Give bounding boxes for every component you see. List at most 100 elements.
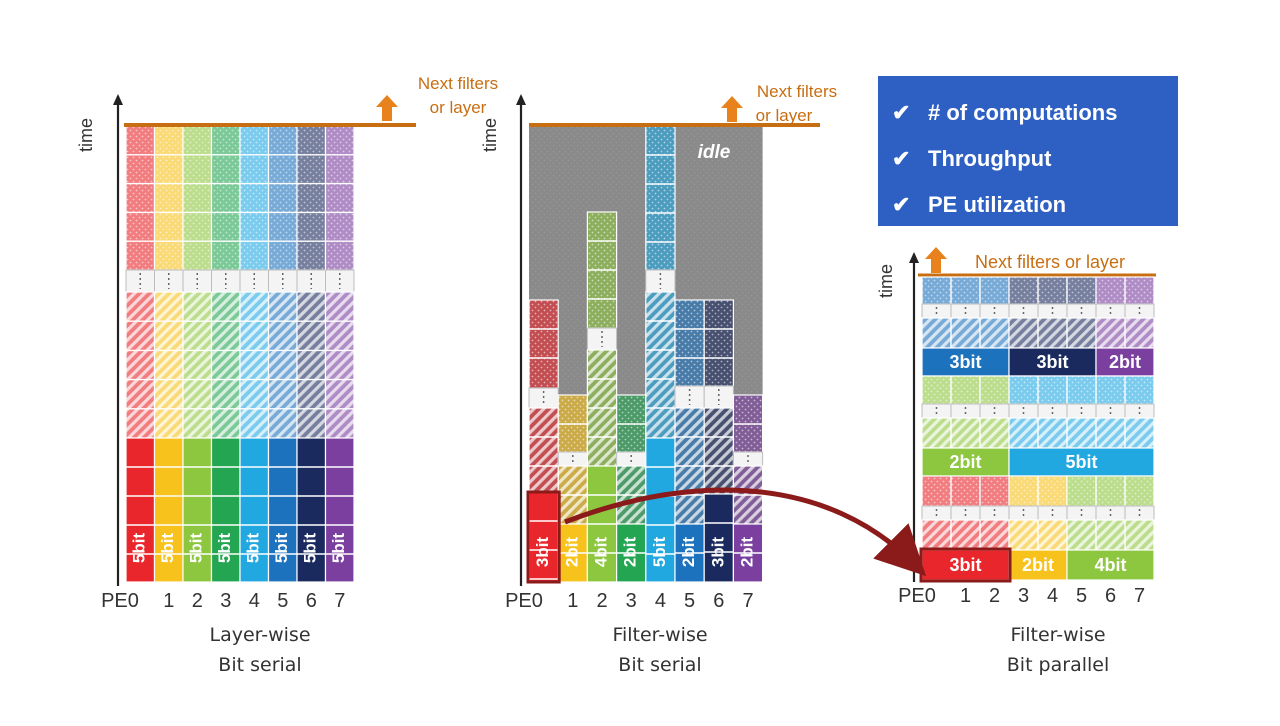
ellipsis-gap xyxy=(1124,505,1155,521)
solid-block xyxy=(239,437,270,583)
block-fill xyxy=(1009,448,1154,476)
hatched-block xyxy=(921,417,1010,449)
dots-texture xyxy=(529,300,559,388)
dots-texture xyxy=(1009,277,1096,304)
bit-label: 4bit xyxy=(1094,555,1126,575)
bit-label: 5bit xyxy=(215,533,234,564)
solid-block xyxy=(182,437,213,583)
ellipsis-gap xyxy=(1124,303,1155,319)
bit-label: 5bit xyxy=(130,533,149,564)
block-fill xyxy=(922,348,1009,376)
dotted-block xyxy=(645,125,676,271)
block-fill xyxy=(211,438,240,582)
ellipsis-gap xyxy=(154,269,184,293)
hatch-texture xyxy=(529,408,559,492)
dotted-block xyxy=(153,125,184,271)
hatch-texture xyxy=(126,292,155,438)
time-axis-label: time xyxy=(76,118,96,152)
pe-label: 3 xyxy=(220,590,231,612)
caption-filter-wise-parallel: Filter-wise Bit parallel xyxy=(948,620,1168,680)
pe-label: 2 xyxy=(596,590,607,612)
caption-line2: Bit serial xyxy=(218,654,302,676)
dots-texture xyxy=(297,126,326,270)
solid-block xyxy=(267,437,298,583)
block-fill xyxy=(1009,550,1067,580)
gap-fill xyxy=(979,303,1010,319)
hatched-block xyxy=(1008,417,1155,449)
up-arrow-icon xyxy=(721,96,743,122)
dotted-block xyxy=(1008,276,1097,305)
gap-fill xyxy=(1066,505,1097,521)
ellipsis-gap xyxy=(586,327,618,351)
block-fill xyxy=(268,438,297,582)
solid-block xyxy=(1008,549,1068,581)
bit-label: 2bit xyxy=(1109,352,1141,372)
dotted-block xyxy=(1066,475,1155,507)
dots-texture xyxy=(268,126,297,270)
hatched-block xyxy=(645,291,676,439)
bit-label: 2bit xyxy=(737,537,756,568)
time-axis-label: time xyxy=(876,264,896,298)
block-fill xyxy=(704,494,734,582)
solid-block xyxy=(615,523,647,583)
up-arrow-icon xyxy=(925,247,947,273)
ellipsis-gap xyxy=(1008,505,1039,521)
block-fill xyxy=(1067,550,1154,580)
hatched-block xyxy=(1066,519,1155,551)
caption-layer-wise: Layer-wise Bit serial xyxy=(150,620,370,680)
bit-label: 2bit xyxy=(679,537,698,568)
hatch-texture xyxy=(183,292,212,438)
next-filters-label: or layer xyxy=(756,106,813,125)
gap-fill xyxy=(979,403,1010,419)
gap-fill xyxy=(1095,303,1126,319)
pe-label: 7 xyxy=(334,590,345,612)
next-filters-label: Next filters xyxy=(757,82,837,101)
benefit-item: ✔PE utilization xyxy=(892,182,1164,228)
caption-line1: Layer-wise xyxy=(209,624,311,646)
bit-label: 5bit xyxy=(272,533,291,564)
hatch-texture xyxy=(922,520,1009,550)
hatch-texture xyxy=(268,292,297,438)
ellipsis-gap xyxy=(979,403,1010,419)
ellipsis-gap xyxy=(1066,505,1097,521)
bit-label: 3bit xyxy=(533,537,552,568)
hatched-block xyxy=(239,291,270,439)
gap-fill xyxy=(1066,403,1097,419)
caption-line2: Bit serial xyxy=(618,654,702,676)
ellipsis-gap xyxy=(1008,303,1039,319)
dots-texture xyxy=(154,126,183,270)
ellipsis-gap xyxy=(1037,403,1068,419)
solid-block xyxy=(703,493,735,583)
gap-fill xyxy=(1008,303,1039,319)
ellipsis-gap xyxy=(732,451,764,467)
dotted-block xyxy=(1008,375,1155,405)
ellipsis-gap xyxy=(616,451,647,467)
bit-label: 4bit xyxy=(591,537,610,568)
gap-fill xyxy=(1037,403,1068,419)
hatch-texture xyxy=(240,292,269,438)
ellipsis-gap xyxy=(268,269,298,293)
gap-fill xyxy=(950,403,981,419)
dots-texture xyxy=(211,126,240,270)
caption-line1: Filter-wise xyxy=(1010,624,1106,646)
pe-label: 1 xyxy=(960,585,971,607)
gap-fill xyxy=(979,505,1010,521)
block-fill xyxy=(922,448,1009,476)
gap-fill xyxy=(921,505,952,521)
time-axis-arrowhead xyxy=(909,252,919,263)
block-border xyxy=(1066,549,1155,581)
next-filters-label: Next filters xyxy=(418,74,498,93)
hatch-texture xyxy=(1067,520,1154,550)
hatched-block xyxy=(210,291,241,439)
ellipsis-gap xyxy=(1037,303,1068,319)
hatch-texture xyxy=(154,292,183,438)
transfer-arrow-layer xyxy=(564,487,927,577)
pe-label: 5 xyxy=(684,590,695,612)
dotted-block xyxy=(324,125,355,271)
hatch-texture xyxy=(211,292,240,438)
hatched-block xyxy=(732,465,764,525)
dotted-block xyxy=(615,394,647,453)
dots-texture xyxy=(922,376,1009,404)
